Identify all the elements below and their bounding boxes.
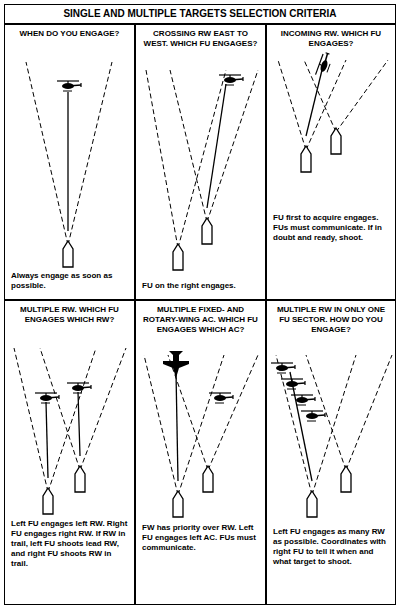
panel-note: Left FU engages left RW. Right FU engage… bbox=[11, 519, 128, 569]
panel-note: FU first to acquire engages. FUs must co… bbox=[273, 213, 389, 243]
panel-note: FW has priority over RW. Left FU engages… bbox=[142, 523, 259, 553]
panel-heading: MULTIPLE FIXED- AND ROTARY-WING AC. WHIC… bbox=[136, 301, 265, 335]
panel-note: Left FU engages as many RW as possible. … bbox=[273, 527, 389, 567]
scenario-panel: CROSSING RW EAST TO WEST. WHICH FU ENGAG… bbox=[135, 24, 266, 300]
panel-heading: INCOMING RW. WHICH FU ENGAGES? bbox=[267, 25, 395, 49]
scenario-panel: MULTIPLE RW. WHICH FU ENGAGES WHICH RW? L… bbox=[4, 300, 135, 605]
scenario-panel: WHEN DO YOU ENGAGE? Always engage as soon… bbox=[4, 24, 135, 300]
panel-note: Always engage as soon as possible. bbox=[11, 271, 128, 291]
panel-heading: WHEN DO YOU ENGAGE? bbox=[5, 25, 134, 39]
panel-heading: MULTIPLE RW. WHICH FU ENGAGES WHICH RW? bbox=[5, 301, 134, 325]
jet-aircraft bbox=[163, 351, 189, 378]
scenario-panel: MULTIPLE RW IN ONLY ONE FU SECTOR. HOW D… bbox=[266, 300, 396, 605]
scenario-panel: MULTIPLE FIXED- AND ROTARY-WING AC. WHIC… bbox=[135, 300, 266, 605]
panel-note: FU on the right engages. bbox=[142, 281, 259, 291]
scenario-panel: INCOMING RW. WHICH FU ENGAGES? FU first t… bbox=[266, 24, 396, 300]
panel-heading: CROSSING RW EAST TO WEST. WHICH FU ENGAG… bbox=[136, 25, 265, 49]
title-bar: SINGLE AND MULTIPLE TARGETS SELECTION CR… bbox=[4, 4, 396, 24]
panel-heading: MULTIPLE RW IN ONLY ONE FU SECTOR. HOW D… bbox=[267, 301, 395, 335]
